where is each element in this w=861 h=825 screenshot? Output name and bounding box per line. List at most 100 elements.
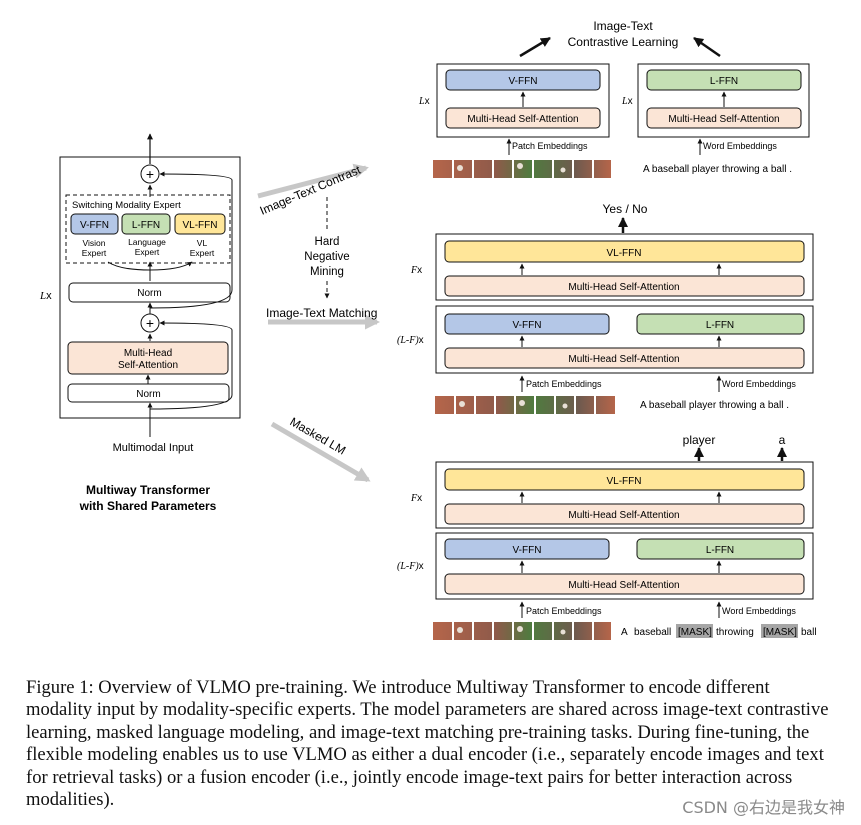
vision-expert-line2: Expert <box>82 248 107 258</box>
residual-skip-bottom <box>149 320 233 410</box>
mlm-sentence: A baseball [MASK] throwing [MASK] ball <box>621 624 817 638</box>
mlm-token-baseball: baseball <box>634 627 671 638</box>
itm-panel: Yes / No VL-FFN Multi-Head Self-Attentio… <box>397 202 814 414</box>
mlm-lfx: (L-F)x <box>397 561 424 572</box>
hard-negative-bg <box>285 232 365 280</box>
top-v-ffn-label: V-FFN <box>509 76 538 87</box>
language-expert-line1: Language <box>128 237 166 247</box>
mlm-v-ffn <box>444 538 610 560</box>
multimodal-input-label: Multimodal Input <box>113 442 194 454</box>
hard-negative-line1: Hard <box>315 236 340 248</box>
mlm-token-mask2: [MASK] <box>763 627 797 638</box>
vl-ffn-expert <box>174 213 226 235</box>
language-expert-line2: Expert <box>135 247 160 257</box>
itm-fx: Fx <box>410 265 422 276</box>
mlm-mha-bottom <box>444 573 805 595</box>
vision-expert-line1: Vision <box>83 238 106 248</box>
itm-mha-top <box>444 275 805 297</box>
top-patch-label: Patch Embeddings <box>512 141 588 151</box>
itc-arrow <box>257 163 369 199</box>
top-l-ffn-label: L-FFN <box>710 76 738 87</box>
mlm-token-mask1: [MASK] <box>678 627 712 638</box>
itm-mha-top-label: Multi-Head Self-Attention <box>568 282 679 293</box>
mlm-vl-ffn <box>444 468 805 491</box>
itm-vl-ffn-label: VL-FFN <box>607 248 642 259</box>
mlm-mask1-bg <box>676 624 713 638</box>
plus-sign-top: + <box>146 166 154 182</box>
itm-label: Image-Text Matching <box>266 306 377 320</box>
figure-caption: Figure 1: Overview of VLMO pre-training.… <box>26 677 838 811</box>
itm-mha-bottom-label: Multi-Head Self-Attention <box>568 354 679 365</box>
itm-l-ffn <box>636 313 805 335</box>
itm-l-ffn-label: L-FFN <box>706 320 734 331</box>
contrastive-panel: Image-Text Contrastive Learning V-FFN Mu… <box>418 19 810 178</box>
mlm-l-ffn-label: L-FFN <box>706 545 734 556</box>
top-v-ffn <box>445 69 601 91</box>
mlm-v-ffn-label: V-FFN <box>513 545 542 556</box>
mlm-fx: Fx <box>410 493 422 504</box>
top-lx-left: Lx <box>418 96 430 107</box>
transformer-title-line2: with Shared Parameters <box>79 499 217 513</box>
top-sentence: A baseball player throwing a ball . <box>643 164 792 175</box>
itm-vl-ffn <box>444 240 805 263</box>
l-ffn-expert <box>121 213 171 235</box>
mlm-output-a: a <box>779 433 786 447</box>
mlm-l-ffn <box>636 538 805 560</box>
transformer-title-line1: Multiway Transformer <box>86 483 210 497</box>
mlm-mha-top-label: Multi-Head Self-Attention <box>568 510 679 521</box>
plus-sign-middle: + <box>146 315 154 331</box>
top-mha-right-label: Multi-Head Self-Attention <box>668 114 779 125</box>
l-ffn-label: L-FFN <box>132 220 160 231</box>
norm-bottom-label: Norm <box>136 389 160 400</box>
residual-add-middle <box>140 313 160 333</box>
switching-expert-title: Switching Modality Expert <box>72 200 181 211</box>
mha-label-line2: Self-Attention <box>118 360 178 371</box>
mha-label-line1: Multi-Head <box>124 348 172 359</box>
mlm-word-label: Word Embeddings <box>722 606 796 616</box>
vl-ffn-label: VL-FFN <box>183 220 218 231</box>
mlm-token-ball: ball <box>801 627 817 638</box>
task-connectors: Image-Text Contrast Image-Text Matching … <box>257 162 380 483</box>
itm-v-ffn <box>444 313 610 335</box>
mha-box <box>67 341 229 375</box>
switching-expert-box <box>65 194 231 264</box>
mlm-mha-top <box>444 503 805 525</box>
norm-top-label: Norm <box>137 288 161 299</box>
itm-image-patches <box>435 396 615 414</box>
contrastive-title-line2: Contrastive Learning <box>568 35 679 49</box>
top-word-label: Word Embeddings <box>703 141 777 151</box>
top-image-patches <box>433 160 611 178</box>
mlm-mask2-bg <box>761 624 798 638</box>
csdn-watermark: CSDN @右边是我女神 <box>682 798 845 817</box>
top-mha-left-label: Multi-Head Self-Attention <box>467 114 578 125</box>
contrastive-arrow-left <box>519 36 551 58</box>
top-l-ffn <box>646 69 802 91</box>
v-ffn-expert <box>70 213 119 235</box>
caption-text: Figure 1: Overview of VLMO pre-training.… <box>26 677 829 811</box>
mlm-patch-label: Patch Embeddings <box>526 606 602 616</box>
itm-mha-bottom <box>444 347 805 369</box>
mlm-arrow <box>270 421 371 483</box>
itm-word-label: Word Embeddings <box>722 379 796 389</box>
hard-negative-line2: Negative <box>304 251 349 263</box>
mlm-panel: player a VL-FFN Multi-Head Self-Attentio… <box>397 433 817 640</box>
vl-expert-line1: VL <box>197 238 208 248</box>
mlm-mha-bottom-label: Multi-Head Self-Attention <box>568 580 679 591</box>
mlm-output-player: player <box>683 433 716 447</box>
norm-top <box>68 282 231 303</box>
vlmo-diagram: + Switching Modality Expert V-FFN L-FFN … <box>39 19 817 640</box>
top-mha-right <box>646 107 802 129</box>
norm-bottom <box>67 383 230 403</box>
itm-sentence: A baseball player throwing a ball . <box>640 400 789 411</box>
mlm-token-throwing: throwing <box>716 627 754 638</box>
contrastive-arrow-right <box>693 36 721 58</box>
route-arrows <box>107 262 192 281</box>
hard-negative-line3: Mining <box>310 266 344 278</box>
itm-v-ffn-label: V-FFN <box>513 320 542 331</box>
mlm-token-a: A <box>621 627 628 638</box>
itm-output: Yes / No <box>603 202 648 216</box>
top-lx-right: Lx <box>621 96 633 107</box>
top-mha-left <box>445 107 601 129</box>
mlm-vl-ffn-label: VL-FFN <box>607 476 642 487</box>
v-ffn-label: V-FFN <box>80 220 109 231</box>
